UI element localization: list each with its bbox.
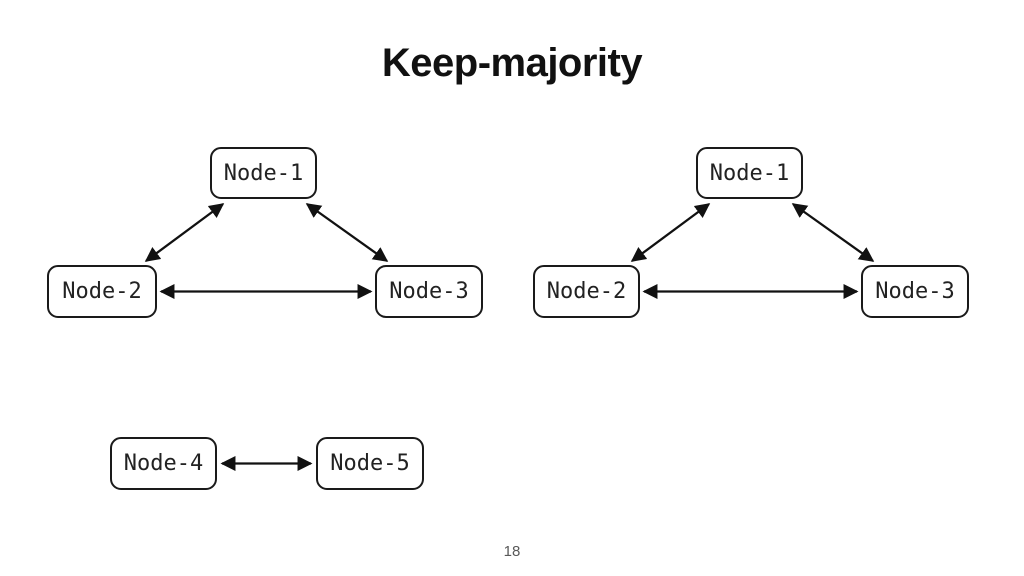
- left-node-2-label: Node-2: [62, 279, 142, 304]
- right-node-2-box: Node-2: [533, 265, 640, 318]
- left-node-1-box: Node-1: [210, 147, 317, 199]
- node-4-box: Node-4: [110, 437, 217, 490]
- edge-left-node1-node2-arrow: [144, 203, 225, 262]
- slide-title: Keep-majority: [381, 41, 643, 85]
- edge-right-node1-node3-arrow: [791, 203, 875, 262]
- node-4-label: Node-4: [123, 451, 204, 476]
- right-node-1-label: Node-1: [709, 160, 790, 186]
- right-node-3-label: Node-3: [875, 279, 955, 304]
- right-node-2-label: Node-2: [546, 279, 627, 304]
- edge-left-node1-node3-arrow: [305, 203, 389, 262]
- left-node-2-box: Node-2: [47, 265, 157, 318]
- left-node-1-label: Node-1: [223, 160, 304, 186]
- right-node-3-box: Node-3: [861, 265, 969, 318]
- node-5-box: Node-5: [316, 437, 424, 490]
- left-node-3-box: Node-3: [375, 265, 483, 318]
- left-node-3-label: Node-3: [389, 279, 469, 304]
- page-number: 18: [503, 543, 521, 560]
- edge-right-node1-node2-arrow: [630, 203, 711, 262]
- node-5-label: Node-5: [330, 451, 410, 476]
- right-node-1-box: Node-1: [696, 147, 803, 199]
